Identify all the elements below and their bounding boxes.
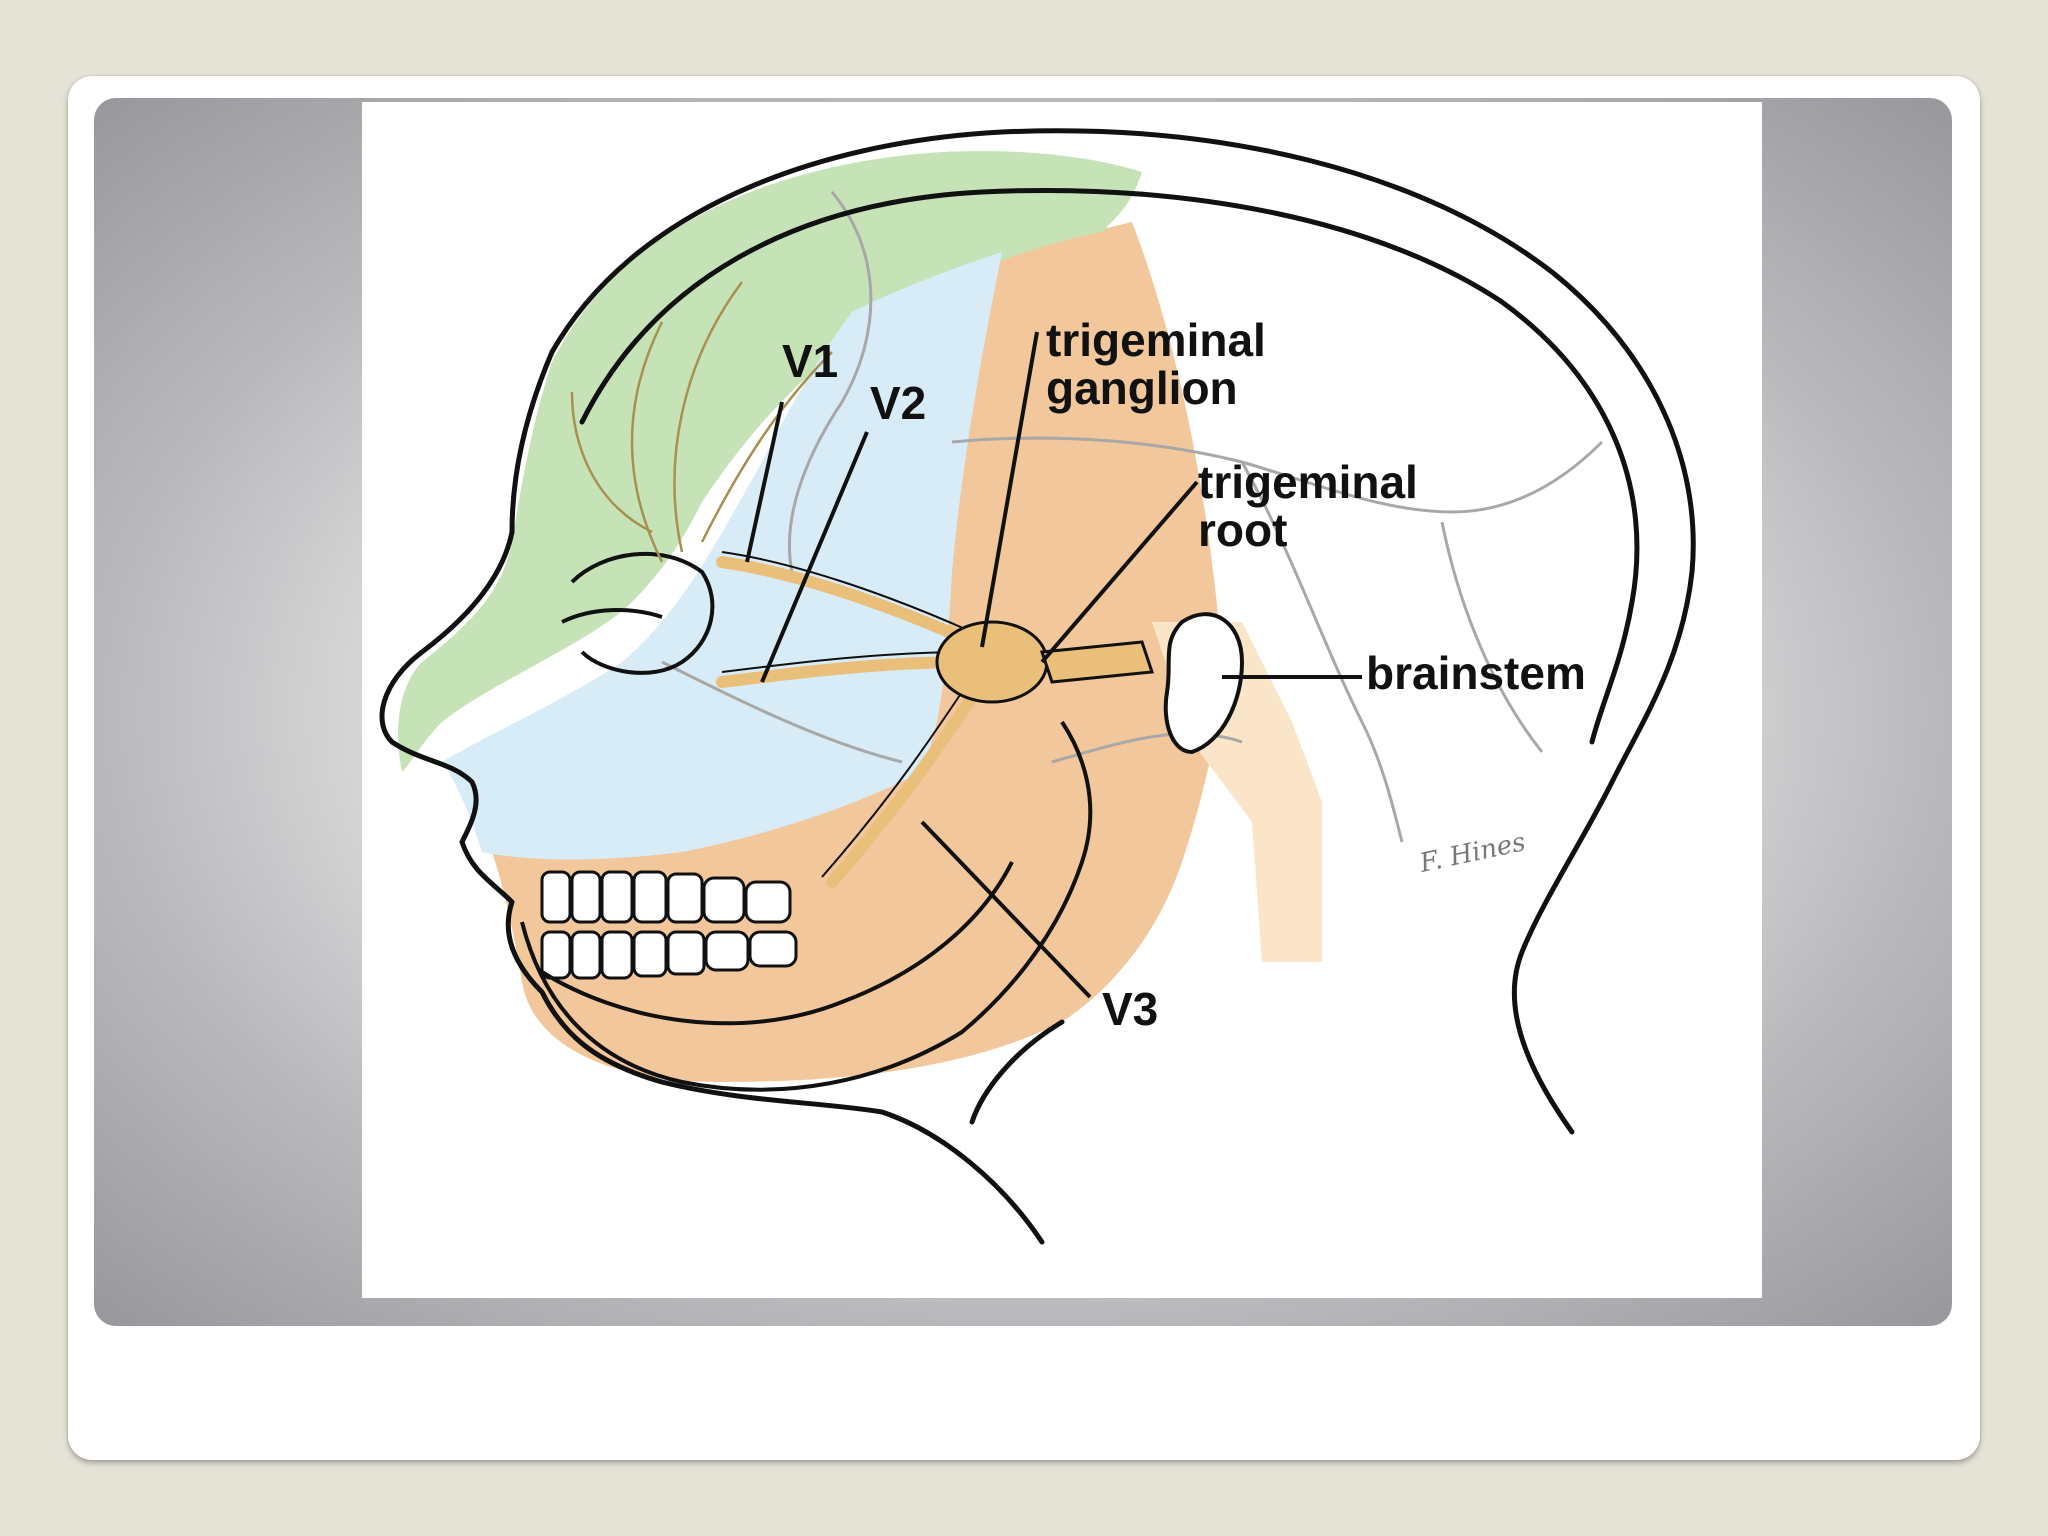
teeth [540,870,798,980]
label-trigeminal-root: trigeminal root [1198,458,1418,554]
label-v3: V3 [1102,983,1159,1035]
slide-card: F. Hines V1 V2 trigeminal ganglion trige… [68,76,1980,1460]
head-outline [379,128,1696,1245]
mandible [520,720,1093,1092]
v2-region [442,252,1002,860]
trigeminal-nerve-diagram: F. Hines V1 V2 trigeminal ganglion trige… [362,102,1762,1298]
trigeminal-ganglion-shape [935,620,1049,704]
label-trigeminal-root-line2: root [1198,504,1288,556]
skull-sutures [661,191,1604,843]
label-brainstem: brainstem [1366,647,1586,699]
label-trigeminal-root-line1: trigeminal [1198,456,1418,508]
eye-socket [561,551,715,675]
trigeminal-root-shape [1039,640,1155,684]
v1-region [398,151,1142,773]
label-v2: V2 [870,377,927,429]
content-panel: F. Hines V1 V2 trigeminal ganglion trige… [94,98,1952,1326]
label-trigeminal-ganglion: trigeminal ganglion [1046,316,1266,412]
label-v1: V1 [782,335,839,387]
label-trigeminal-ganglion-line2: ganglion [1046,362,1238,414]
v1-twigs [570,281,833,563]
head-illustration: F. Hines [379,128,1696,1245]
label-trigeminal-ganglion-line1: trigeminal [1046,314,1266,366]
leader-lines [745,331,1362,999]
illustrator-signature: F. Hines [1416,827,1528,879]
ear [1163,612,1245,755]
